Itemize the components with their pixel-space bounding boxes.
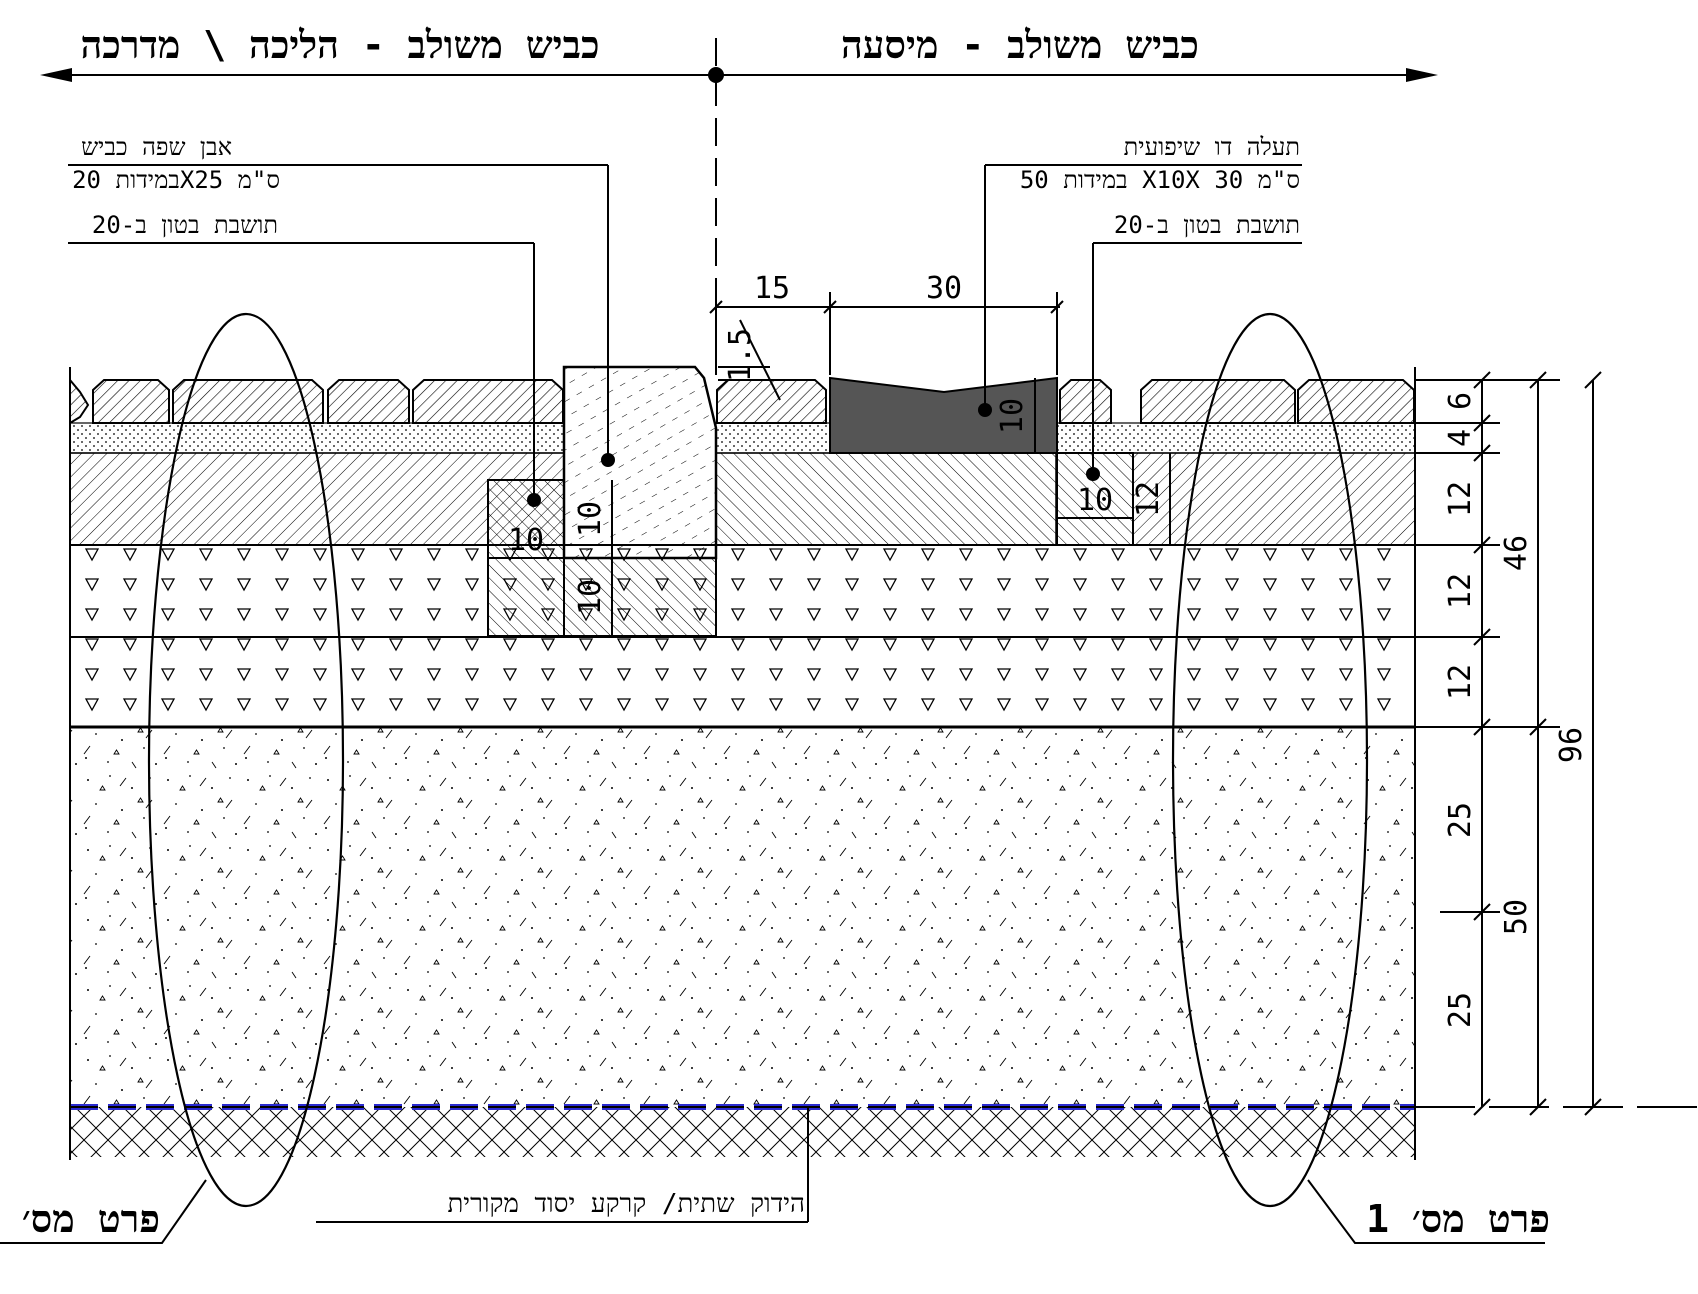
dim-15: 15 [754,271,790,306]
dim-total-96: 96 [1554,727,1589,763]
dim-layer-25-a: 25 [1443,802,1478,838]
dim-layer-12-c: 12 [1443,664,1478,700]
dim-1-5: 1.5 [723,328,758,382]
sand-bedding-right [1056,422,1416,454]
dim-total-50: 50 [1499,899,1534,935]
callout-curb: אבן שפה כביש במידות 20X25 ס"מ [68,133,615,467]
dim-bed-left-10: 10 [508,523,544,558]
dimension-chain-layers: 6 4 12 12 12 25 25 46 50 96 [1415,371,1698,1116]
base-layer-lower [70,637,1415,727]
svg-text:הידוק שתית/ קרקע יסוד מקורית: הידוק שתית/ קרקע יסוד מקורית [447,1189,805,1219]
svg-text:במידות 20X25 ס"מ: במידות 20X25 ס"מ [72,166,280,194]
detail-ellipse-right [1171,312,1369,1208]
svg-text:תעלה דו שיפועית: תעלה דו שיפועית [1124,133,1300,161]
svg-text:תושבת בטון ב-20: תושבת בטון ב-20 [92,211,278,239]
sand-bedding-mid [715,422,831,454]
curb-stone [562,365,718,560]
detail-ellipse-left [147,312,345,1208]
detail-label-right: פרט מס׳ 1 [1366,1197,1550,1241]
dim-total-46: 46 [1499,535,1534,571]
callout-right-bed: תושבת בטון ב-20 [1086,211,1302,481]
dim-channel-10: 10 [995,398,1030,434]
callout-left-bed: תושבת בטון ב-20 [68,211,541,507]
left-section-title: כביש משולב - הליכה \ מדרכה [80,23,599,67]
dimension-curb: 10 10 10 [488,480,613,636]
dim-bed-right-10: 10 [1077,483,1113,518]
concrete-base-right [1132,452,1416,546]
dim-bed-right-12: 12 [1131,481,1166,517]
paving-blocks-right [716,379,1415,424]
channel-bed-right [1056,452,1134,546]
dim-layer-6: 6 [1443,392,1478,410]
concrete-base-right-road [715,452,1057,546]
header-arrow-line [40,67,1438,83]
sand-bedding-left [69,422,565,454]
subgrade-crosshatch [70,1107,1415,1157]
dim-layer-25-b: 25 [1443,992,1478,1028]
callout-channel: תעלה דו שיפועית במידות 50 X10X 30 ס"מ [978,133,1302,417]
svg-text:במידות 50 X10X 30 ס"מ: במידות 50 X10X 30 ס"מ [1020,166,1300,194]
svg-text:אבן שפה כביש: אבן שפה כביש [81,133,232,161]
dim-layer-12-b: 12 [1443,573,1478,609]
dim-curb-10-lower: 10 [573,579,608,615]
right-section-title: כביש משולב - מיסעה [841,23,1199,67]
dim-layer-12-a: 12 [1443,481,1478,517]
detail-label-left: פרט מס׳ 1 [0,1197,160,1241]
dimension-top: 15 30 1.5 [709,271,1064,401]
base-layer-upper [70,545,1415,637]
svg-text:תושבת בטון ב-20: תושבת בטון ב-20 [1114,211,1300,239]
paving-blocks-left [69,377,564,425]
drainage-channel [829,376,1058,454]
subbase-aggregate-layer [70,727,1415,1107]
callout-subgrade: הידוק שתית/ קרקע יסוד מקורית [316,1107,809,1223]
dim-layer-4: 4 [1443,429,1478,447]
dim-30: 30 [926,271,962,306]
dim-curb-10-upper: 10 [573,501,608,537]
dimension-channel: 10 10 12 [995,378,1171,545]
